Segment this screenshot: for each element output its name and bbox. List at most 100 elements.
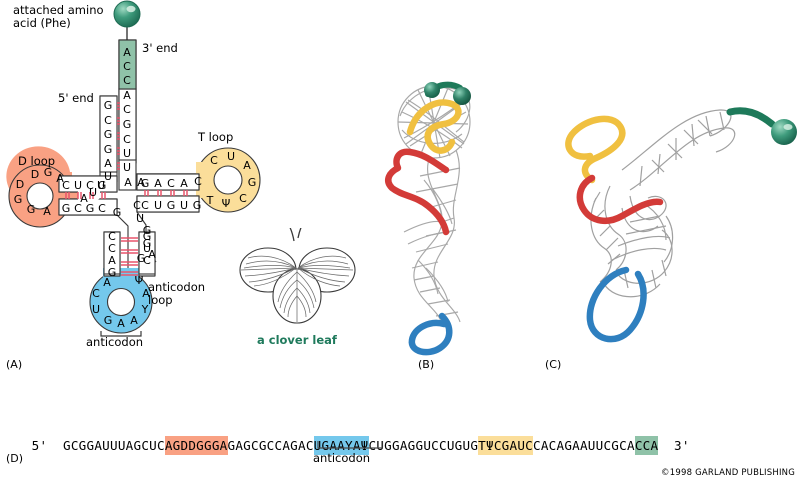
- base-pair-rungs: [65, 102, 188, 276]
- base-acloop-1: C: [92, 287, 100, 300]
- base-tloop-0: C: [210, 154, 218, 167]
- base-tbot-3: U: [180, 199, 188, 212]
- panel-c: [534, 74, 800, 359]
- base-dloop-3: D: [16, 178, 24, 191]
- base-5p-8: A: [80, 192, 88, 205]
- base-dbot-3: C: [98, 202, 106, 215]
- sequence-line: 5' GCGGAUUUAGCUCAGDDGGGAGAGCGCCAGACUGAAY…: [16, 423, 690, 455]
- base-dloop-6: A: [43, 205, 51, 218]
- base-3p-5: G: [123, 118, 132, 131]
- seq-5-prime-label: 5': [31, 438, 48, 453]
- base-dtop-1: U: [74, 179, 82, 192]
- ribbon-d-loop: [385, 148, 450, 236]
- base-dtop-2: C: [86, 179, 94, 192]
- ribbon-anticodon-loop: [408, 312, 453, 356]
- clover-leaf-caption: a clover leaf: [257, 333, 337, 347]
- base-acloop-4: A: [117, 317, 125, 330]
- panel-label-c: (C): [545, 358, 562, 371]
- base-tloop-3: G: [248, 176, 257, 189]
- label-3-prime-end: 3' end: [142, 41, 178, 55]
- base-3p-2: C: [123, 74, 131, 87]
- seq-3-prime-label: 3': [673, 438, 690, 453]
- base-dbot-4: G: [113, 206, 122, 219]
- amino-acid-sphere: [113, 0, 141, 28]
- trna-3d-ribbon-b: [385, 81, 471, 356]
- base-acloop-0: A: [103, 276, 111, 289]
- base-var-5: G: [137, 252, 146, 265]
- base-acloop-5: A: [130, 314, 138, 327]
- base-3p-0: A: [123, 46, 131, 59]
- base-ttop-2: C: [167, 177, 175, 190]
- base-3p-4: C: [123, 103, 131, 116]
- trna-3d-ribbon-c: [565, 107, 797, 343]
- base-dloop-5: G: [27, 203, 36, 216]
- sequence-segment-none-4: CUGGAGGUCCUGUG: [368, 438, 479, 453]
- base-var-4: A: [148, 248, 156, 261]
- base-acl-4: G: [108, 266, 117, 279]
- ribbon-cca-end-c: [726, 107, 776, 128]
- base-acl-1: C: [108, 230, 116, 243]
- sequence-segment-salmon-1: AGDDGGGA: [164, 436, 228, 455]
- base-tbot-1: U: [154, 199, 162, 212]
- base-5p-1: C: [104, 114, 112, 127]
- base-var-2: G: [143, 224, 152, 237]
- copyright-notice: ©1998 GARLAND PUBLISHING: [661, 468, 795, 478]
- amino-acid-sphere-b2: [453, 87, 471, 105]
- base-dbot-2: G: [86, 202, 95, 215]
- anticodon-bracket: [100, 331, 142, 337]
- base-var-1: U: [136, 212, 144, 225]
- base-5p-2: G: [104, 128, 113, 141]
- anticodon-loop-shape: [89, 268, 153, 334]
- base-tloop-6: T: [206, 194, 214, 207]
- base-dtop-3: G: [98, 179, 107, 192]
- base-5p-0: G: [104, 99, 113, 112]
- amino-acid-sphere-c: [771, 119, 797, 145]
- ribbon-anticodon-loop-c: [586, 266, 647, 343]
- label-t-loop: T loop: [198, 130, 234, 144]
- base-tbot-4: G: [193, 199, 202, 212]
- label-d-loop: D loop: [18, 154, 56, 168]
- base-5p-7: U: [89, 186, 97, 199]
- base-3p-9: A: [137, 176, 145, 189]
- base-3p-1: C: [123, 60, 131, 73]
- base-var-3: G: [143, 237, 152, 250]
- sequence-segment-yellow-5: TΨCGAUC: [478, 436, 533, 455]
- base-var-0: C: [133, 199, 141, 212]
- base-acloop-6: Y: [141, 303, 149, 316]
- sequence-segment-blue-3: UGAAYAΨ: [313, 436, 369, 455]
- base-ttop-3: A: [180, 177, 188, 190]
- panel-label-b: (B): [418, 358, 435, 371]
- d-loop-shape: [6, 146, 80, 228]
- sequence-segment-green-7: CCA: [634, 436, 659, 455]
- base-dloop-2: A: [56, 172, 64, 185]
- panel-a: attached amino acid (Phe) 3' end 5' end …: [0, 0, 370, 360]
- base-dbot-0: G: [62, 202, 71, 215]
- base-acr-2: C: [143, 254, 151, 267]
- ribbon-t-loop: [406, 99, 462, 154]
- base-dloop-4: G: [14, 193, 23, 206]
- base-tloop-5: Ψ: [222, 197, 231, 210]
- ribbon-d-loop-c: [576, 174, 664, 225]
- base-tloop-1: U: [227, 150, 235, 163]
- base-5p-5: U: [104, 170, 112, 183]
- base-acl-3: A: [108, 254, 116, 267]
- base-5p-3: G: [104, 143, 113, 156]
- label-anticodon-loop: anticodon loop: [148, 280, 206, 307]
- base-acloop-3: G: [104, 314, 113, 327]
- base-3p-3: A: [123, 89, 131, 102]
- base-dloop-1: G: [44, 166, 53, 179]
- base-ttop-1: A: [154, 177, 162, 190]
- base-tloop-4: C: [239, 192, 247, 205]
- cloverleaf-diagram: A C C A C G C U U A A G C G G A U U U A …: [6, 0, 261, 337]
- base-tloop-2: A: [243, 159, 251, 172]
- base-5p-4: A: [104, 157, 112, 170]
- base-3p-6: C: [123, 133, 131, 146]
- base-3p-10: A: [124, 176, 132, 189]
- base-dtop-0: C: [62, 179, 70, 192]
- amino-acid-sphere-b1: [424, 82, 440, 98]
- clover-leaf-illustration: [232, 228, 362, 338]
- panelD-anticodon-bracket: [317, 441, 383, 449]
- base-5p-6: U: [97, 179, 105, 192]
- label-attached-amino-acid: attached amino acid (Phe): [13, 3, 104, 30]
- base-3p-8: U: [123, 161, 131, 174]
